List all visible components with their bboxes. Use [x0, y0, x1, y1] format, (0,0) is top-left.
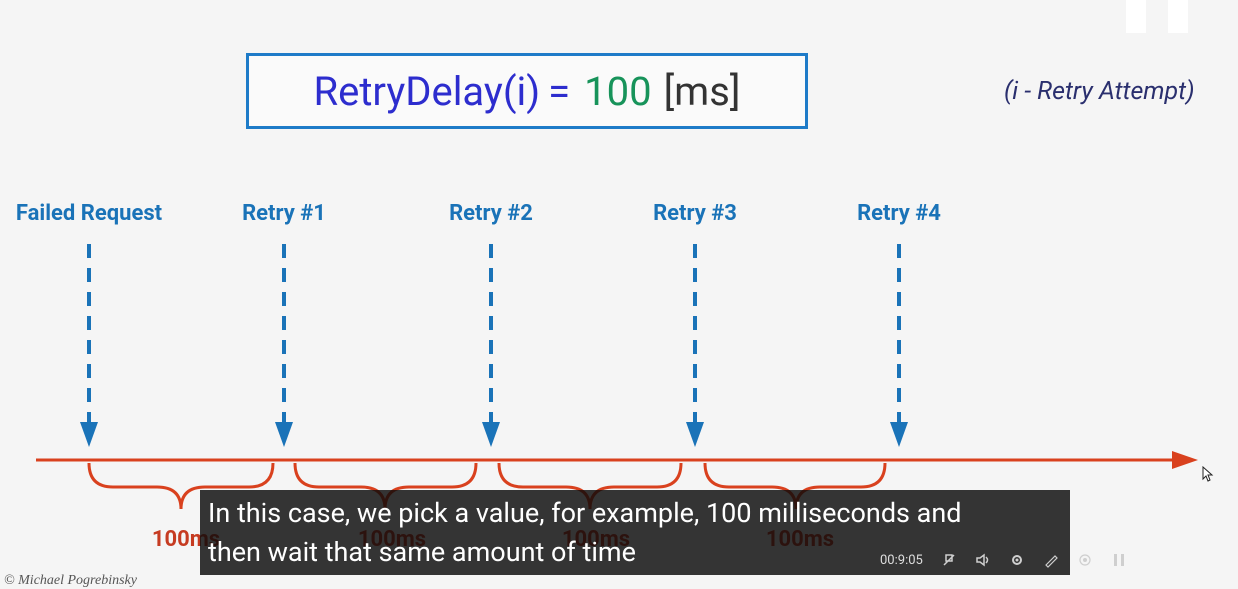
player-controls: 00:9:05: [880, 543, 1230, 577]
record-icon[interactable]: [1077, 552, 1093, 568]
formula-box: RetryDelay(i) = 100 [ms]: [246, 53, 808, 129]
arrowhead-retry-2: [482, 422, 500, 447]
caption-line-1: In this case, we pick a value, for examp…: [208, 497, 962, 529]
formula-value: 100: [584, 67, 652, 115]
event-label-retry-1: Retry #1: [242, 201, 326, 226]
arrowhead-retry-1: [275, 422, 293, 447]
mute-mic-icon[interactable]: [941, 552, 957, 568]
formula-unit: [ms]: [663, 67, 741, 115]
top-bar-left: [1126, 0, 1146, 33]
brace-gap-1: [87, 462, 275, 510]
arrowhead-failed-request: [80, 422, 98, 447]
formula-lhs: RetryDelay(i): [313, 67, 541, 115]
arrowhead-retry-3: [686, 422, 704, 447]
volume-icon[interactable]: [975, 552, 991, 568]
copyright-text: © Michael Pogrebinsky: [4, 573, 137, 588]
event-label-retry-3: Retry #3: [653, 201, 737, 226]
caption-line-2: then wait that same amount of time: [208, 536, 636, 568]
top-bar-right: [1168, 0, 1188, 33]
event-label-failed-request: Failed Request: [15, 201, 163, 226]
mouse-cursor-icon: [1202, 466, 1214, 482]
event-label-retry-4: Retry #4: [857, 201, 941, 226]
pen-icon[interactable]: [1043, 552, 1059, 568]
pause-icon[interactable]: [1111, 552, 1127, 568]
formula-equals: =: [548, 67, 571, 115]
playback-time: 00:9:05: [880, 552, 923, 568]
settings-gear-icon[interactable]: [1009, 552, 1025, 568]
subtitle-caption: In this case, we pick a value, for examp…: [200, 490, 1070, 575]
arrowhead-retry-4: [890, 422, 908, 447]
retry-attempt-note: (i - Retry Attempt): [1004, 77, 1195, 106]
event-label-retry-2: Retry #2: [449, 201, 533, 226]
time-axis-arrowhead: [1172, 451, 1198, 469]
